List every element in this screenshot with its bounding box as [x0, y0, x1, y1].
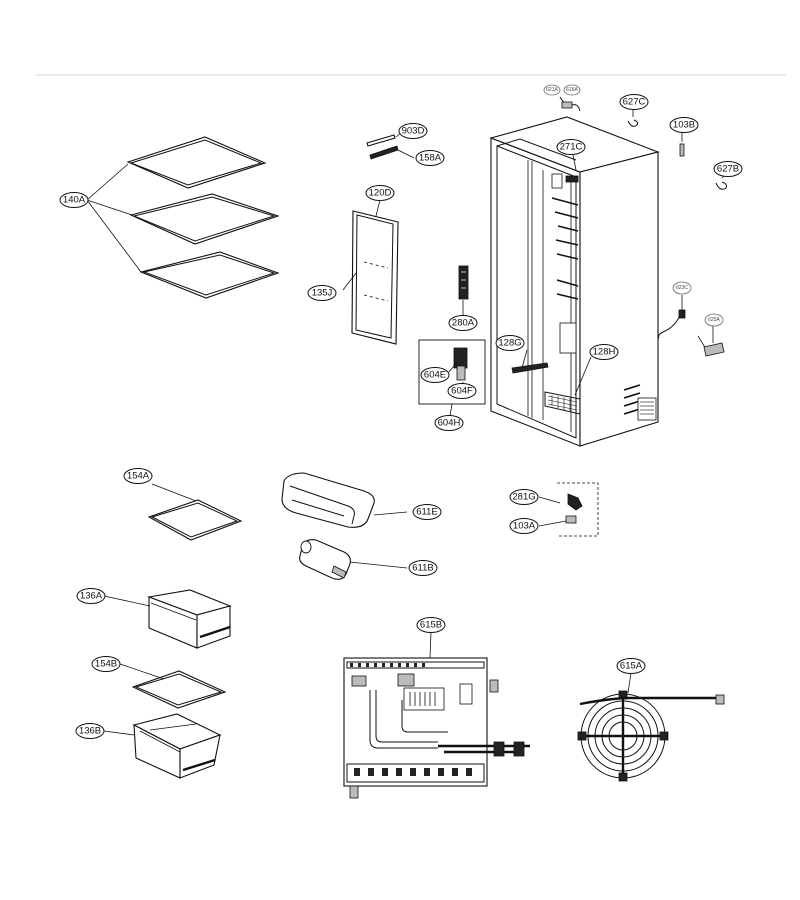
- callout-label: 621A: [546, 87, 558, 93]
- callout-label: 271C: [560, 142, 583, 153]
- callout-623C: 623C: [672, 281, 692, 295]
- callout-label: 135J: [312, 288, 333, 299]
- divider-panel: [342, 199, 399, 345]
- callout-label: 103A: [513, 521, 536, 532]
- hinge-kit-box: [418, 339, 486, 417]
- callout-136A: 136A: [76, 588, 106, 604]
- fan-guard-615A: [577, 672, 725, 782]
- lamp-cover-611E: [281, 472, 408, 528]
- callout-label: 604E: [424, 370, 446, 381]
- crisper-drawer-136A: [103, 589, 232, 649]
- shelf-glass-group: [86, 136, 280, 299]
- sensor-625A: [697, 326, 725, 357]
- callout-627C: 627C: [619, 94, 649, 110]
- callout-label: 611B: [412, 563, 433, 574]
- shelf-154B: [119, 663, 227, 709]
- callout-label: 903D: [402, 126, 425, 137]
- callout-128G: 128G: [495, 335, 525, 351]
- refrigerator-cabinet: [489, 116, 660, 447]
- callout-103A: 103A: [509, 518, 539, 534]
- callout-154B: 154B: [91, 656, 121, 672]
- callout-616A: 616A: [563, 84, 581, 96]
- callout-label: 627B: [717, 164, 739, 175]
- callout-label: 140A: [63, 195, 86, 206]
- callout-label: 604F: [451, 386, 473, 397]
- callout-label: 615A: [620, 661, 643, 672]
- callout-903D: 903D: [398, 123, 428, 139]
- trim-strips: [366, 131, 415, 160]
- lamp-611B: [299, 539, 408, 580]
- callout-label: 611E: [416, 507, 437, 518]
- callout-136B: 136B: [75, 723, 105, 739]
- callout-label: 623C: [676, 285, 688, 291]
- callout-label: 128H: [593, 347, 616, 358]
- callout-label: 103B: [673, 120, 695, 131]
- callout-611B: 611B: [408, 560, 438, 576]
- bracket-kit-281G: [538, 482, 599, 537]
- callout-label: 136A: [80, 591, 103, 602]
- harness-623C: [658, 295, 686, 339]
- callout-625A: 625A: [704, 313, 724, 327]
- callout-271C: 271C: [556, 139, 586, 155]
- callout-label: 615B: [420, 620, 442, 631]
- callout-label: 120D: [369, 188, 392, 199]
- callout-label: 627C: [623, 97, 646, 108]
- callout-604E: 604E: [420, 367, 450, 383]
- callout-label: 604H: [438, 418, 461, 429]
- callout-604F: 604F: [447, 383, 477, 399]
- callout-158A: 158A: [415, 150, 445, 166]
- callout-281G: 281G: [509, 489, 539, 505]
- callout-label: 158A: [419, 153, 442, 164]
- callout-154A: 154A: [123, 468, 153, 484]
- callout-label: 154B: [95, 659, 117, 670]
- callout-611E: 611E: [412, 504, 442, 520]
- control-board-615B: [343, 631, 530, 799]
- callout-120D: 120D: [365, 185, 395, 201]
- callout-label: 281G: [512, 492, 535, 503]
- callout-615B: 615B: [416, 617, 446, 633]
- screw-103B: [679, 132, 685, 157]
- part-280A: [458, 265, 469, 316]
- callout-604H: 604H: [434, 415, 464, 431]
- clip-627C: [627, 109, 639, 127]
- callout-280A: 280A: [448, 315, 478, 331]
- callout-label: 616A: [566, 87, 578, 93]
- clip-627B: [715, 175, 727, 190]
- hinge-cap-621A: [559, 96, 581, 112]
- shelf-154A: [147, 483, 243, 541]
- callout-621A: 621A: [543, 84, 561, 96]
- callout-627B: 627B: [713, 161, 743, 177]
- callout-140A: 140A: [59, 192, 89, 208]
- callout-135J: 135J: [307, 285, 337, 301]
- callout-label: 154A: [127, 471, 150, 482]
- callout-103B: 103B: [669, 117, 699, 133]
- callout-label: 128G: [498, 338, 521, 349]
- crisper-drawer-136B: [103, 713, 222, 779]
- callout-label: 136B: [79, 726, 101, 737]
- callout-label: 280A: [452, 318, 475, 329]
- callout-128H: 128H: [589, 344, 619, 360]
- callout-615A: 615A: [616, 658, 646, 674]
- callout-label: 625A: [708, 317, 720, 323]
